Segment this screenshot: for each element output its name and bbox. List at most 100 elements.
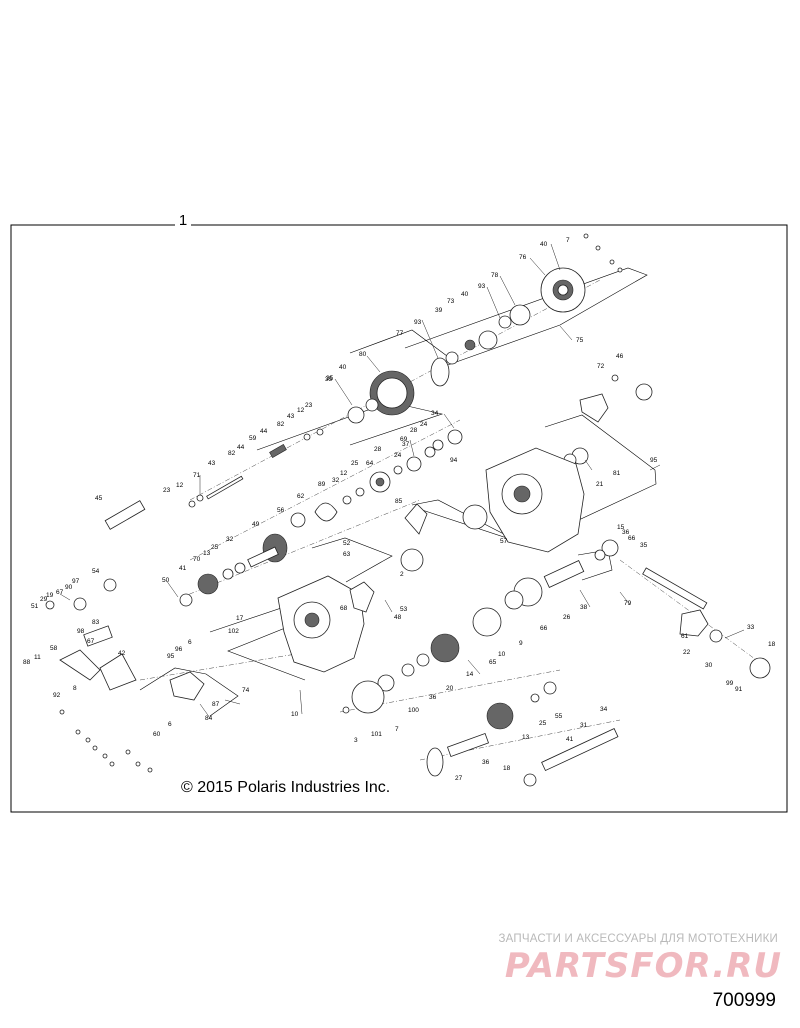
callout: 31 [580,722,588,729]
callout: 93 [478,283,486,290]
callout: 59 [249,435,257,442]
callout: 12 [340,470,348,477]
callout: 98 [77,628,85,635]
callout: 42 [118,650,126,657]
callout: 7 [566,237,570,244]
callout: 10 [291,711,299,718]
assembly-group-number: 1 [175,213,191,228]
callout: 84 [205,715,213,722]
callout: 82 [277,421,285,428]
callout: 38 [580,604,588,611]
callout: 101 [371,731,382,738]
callout: 3 [354,737,358,744]
callout: 28 [410,427,418,434]
callout: 20 [446,685,454,692]
callout: 100 [408,707,419,714]
callout: 53 [400,606,408,613]
callout: 21 [596,481,604,488]
watermark-subtitle: ЗАПЧАСТИ И АКСЕССУАРЫ ДЛЯ МОТОТЕХНИКИ [498,933,778,945]
callout: 34 [431,410,439,417]
upper-gear-train [188,267,586,508]
callout: 89 [318,481,326,488]
callout: 78 [491,272,499,279]
callout: 29 [40,596,48,603]
callout: 19 [46,592,54,599]
document-number: 700999 [712,990,776,1011]
callout: 27 [455,775,463,782]
callout: 67 [87,638,95,645]
callout: 35 [326,375,334,382]
callout: 64 [366,460,374,467]
callout: 6 [168,721,172,728]
callout: 41 [179,565,187,572]
shift-components [45,374,653,701]
callout: 97 [72,578,80,585]
callout: 39 [435,307,443,314]
callout: 81 [613,470,621,477]
callout: 13 [203,550,211,557]
callout: 82 [228,450,236,457]
callout: 50 [162,577,170,584]
callout: 14 [466,671,474,678]
callout: 25 [539,720,547,727]
callout: 70 [193,556,201,563]
callout: 32 [332,477,340,484]
callout: 79 [624,600,632,607]
callout: 40 [540,241,548,248]
callout: 25 [211,544,219,551]
callout: 36 [622,529,630,536]
callout: 23 [305,402,313,409]
callout: 12 [297,407,305,414]
callout: 40 [461,291,469,298]
callout: 61 [681,633,689,640]
lower-gear-train [342,539,771,787]
callout: 34 [600,706,608,713]
callout: 99 [726,680,734,687]
callout: 7 [395,726,399,733]
callout: 22 [683,649,691,656]
callout: 75 [576,337,584,344]
callout: 65 [489,659,497,666]
copyright-notice: © 2015 Polaris Industries Inc. [181,779,391,796]
watermark-logo: PARTSFOR.RU [504,946,782,986]
callout: 11 [34,654,41,661]
callout: 49 [252,521,260,528]
callout-labels: 7 40 76 78 93 40 73 39 75 77 93 80 35 40… [23,237,776,782]
callout: 13 [522,734,530,741]
callout: 67 [56,589,64,596]
callout: 25 [351,460,359,467]
callout: 18 [768,641,776,648]
callout: 56 [277,507,285,514]
callout: 74 [242,687,250,694]
callout: 33 [747,624,755,631]
callout: 45 [95,495,103,502]
callout: 95 [650,457,658,464]
callout: 66 [628,535,636,542]
callout: 66 [540,625,548,632]
callout: 10 [498,651,506,658]
callout: 96 [175,646,183,653]
callout: 35 [325,376,333,383]
callout: 95 [167,653,175,660]
callout: 57 [500,538,508,545]
callout: 93 [414,319,422,326]
callout: 87 [212,701,220,708]
callout: 23 [163,487,171,494]
callout: 43 [208,460,216,467]
callout: 40 [339,364,347,371]
callout: 48 [394,614,402,621]
callout: 24 [420,421,428,428]
callout: 68 [340,605,348,612]
callout: 63 [343,551,351,558]
middle-gear-train [179,429,589,607]
callout: 85 [395,498,403,505]
callout: 72 [597,363,605,370]
callout: 2 [400,571,404,578]
fasteners [59,233,623,773]
callout: 9 [519,640,523,647]
callout: 71 [193,472,201,479]
callout: 8 [73,685,77,692]
callout: 43 [287,413,295,420]
callout: 52 [343,540,351,547]
